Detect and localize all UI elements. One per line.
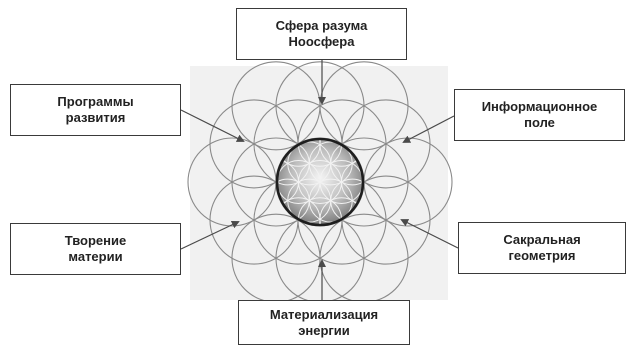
label-text-noosphere: Сфера разума Ноосфера	[276, 18, 368, 50]
label-box-creation-of-matter: Творение материи	[10, 223, 181, 275]
label-text-creation-of-matter: Творение материи	[65, 233, 126, 265]
label-text-development-programs: Программы развития	[57, 94, 133, 126]
arrow-bottom-left	[181, 222, 238, 249]
label-box-energy-materialization: Материализация энергии	[238, 300, 410, 345]
label-box-sacred-geometry: Сакральная геометрия	[458, 222, 626, 274]
label-text-sacred-geometry: Сакральная геометрия	[503, 232, 580, 264]
label-box-development-programs: Программы развития	[10, 84, 181, 136]
arrow-top-left	[181, 110, 243, 141]
label-box-noosphere: Сфера разума Ноосфера	[236, 8, 407, 60]
label-box-information-field: Информационное поле	[454, 89, 625, 141]
label-text-energy-materialization: Материализация энергии	[270, 307, 378, 339]
arrow-top-right	[404, 116, 454, 142]
label-text-information-field: Информационное поле	[482, 99, 598, 131]
seed-of-life-petals	[256, 123, 385, 240]
